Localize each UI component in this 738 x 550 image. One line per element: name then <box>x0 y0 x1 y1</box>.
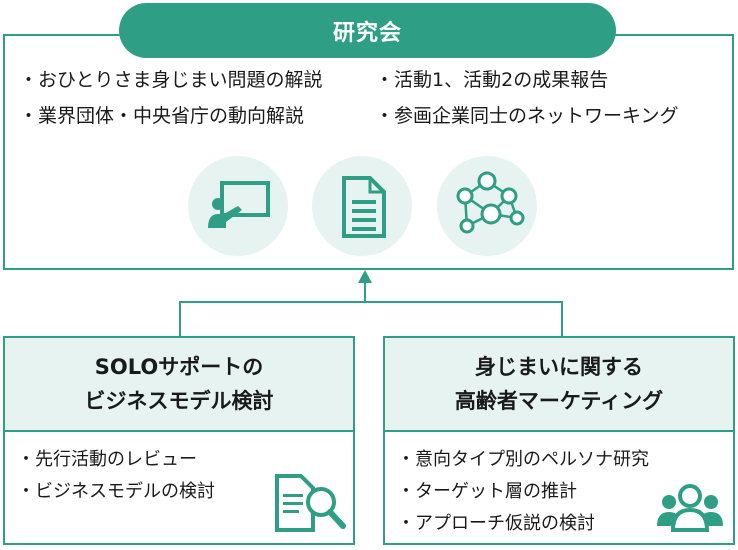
panel-list: 先行活動のレビュー ビジネスモデルの検討 <box>17 444 215 508</box>
list-item: 先行活動のレビュー <box>17 444 215 476</box>
research-group-title: 研究会 <box>119 3 616 58</box>
document-search-icon <box>275 474 346 532</box>
list-item: 参画企業同士のネットワーキング <box>375 98 678 134</box>
presentation-icon <box>188 156 288 256</box>
panel-title-line: SOLOサポートの <box>94 355 264 379</box>
list-item: アプローチ仮説の検討 <box>397 508 649 540</box>
network-icon <box>437 156 537 256</box>
panel-title: 身じまいに関する 高齢者マーケティング <box>385 338 733 432</box>
panel-title: SOLOサポートの ビジネスモデル検討 <box>5 338 353 432</box>
list-item: おひとりさま身じまい問題の解説 <box>19 62 322 98</box>
people-target-icon <box>657 484 723 532</box>
solo-support-panel: SOLOサポートの ビジネスモデル検討 先行活動のレビュー ビジネスモデルの検討 <box>3 336 355 545</box>
senior-marketing-panel: 身じまいに関する 高齢者マーケティング 意向タイプ別のペルソナ研究 ターゲット層… <box>383 336 735 545</box>
research-group-right-list: 活動1、活動2の成果報告 参画企業同士のネットワーキング <box>375 62 678 134</box>
document-icon <box>312 156 412 256</box>
panel-list: 意向タイプ別のペルソナ研究 ターゲット層の推計 アプローチ仮説の検討 <box>397 444 649 540</box>
panel-title-line: 身じまいに関する <box>475 355 643 379</box>
panel-title-line: 高齢者マーケティング <box>454 389 664 413</box>
list-item: ターゲット層の推計 <box>397 476 649 508</box>
list-item: 意向タイプ別のペルソナ研究 <box>397 444 649 476</box>
panel-title-line: ビジネスモデル検討 <box>84 389 274 413</box>
research-group-left-list: おひとりさま身じまい問題の解説 業界団体・中央省庁の動向解説 <box>19 62 322 134</box>
list-item: ビジネスモデルの検討 <box>17 476 215 508</box>
list-item: 業界団体・中央省庁の動向解説 <box>19 98 322 134</box>
list-item: 活動1、活動2の成果報告 <box>375 62 678 98</box>
research-group-box: おひとりさま身じまい問題の解説 業界団体・中央省庁の動向解説 活動1、活動2の成… <box>3 34 734 270</box>
